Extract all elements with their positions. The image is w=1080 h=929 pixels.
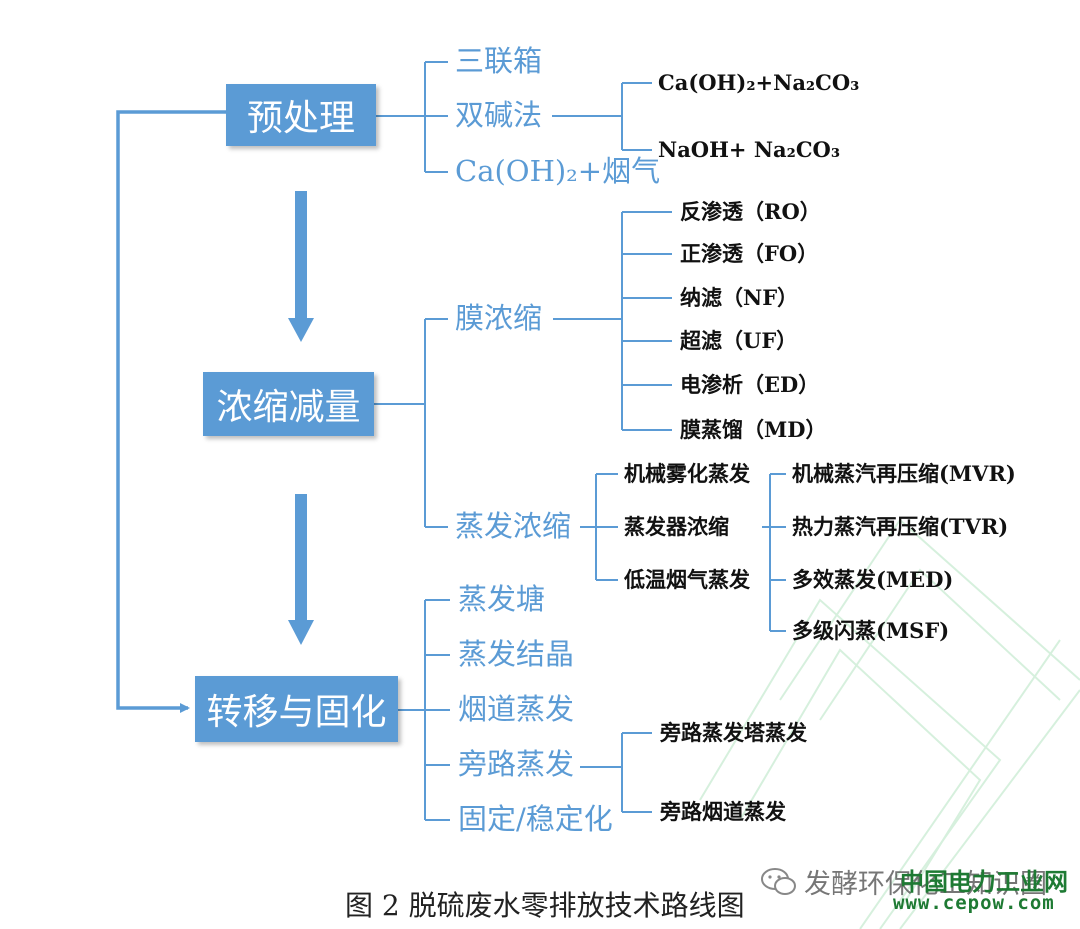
branch-membrane: 膜浓缩 bbox=[455, 301, 543, 335]
pretreat-label: 预处理 bbox=[246, 98, 355, 139]
transfer-label: 转移与固化 bbox=[206, 692, 387, 733]
branch-solidification: 固定/稳定化 bbox=[458, 802, 613, 836]
branch-evaporation-pond: 蒸发塘 bbox=[458, 582, 546, 616]
flow-arrow-2 bbox=[288, 494, 314, 645]
evaporator-msf: 多级闪蒸(MSF) bbox=[792, 618, 950, 643]
evaporator-med: 多效蒸发(MED) bbox=[792, 567, 954, 592]
branch-double-alkali: 双碱法 bbox=[455, 98, 543, 132]
double-alkali-option-2: NaOH+ Na₂CO₃ bbox=[658, 137, 841, 162]
wechat-account-name: 发酵环保化工知识圈 bbox=[804, 869, 1047, 900]
membrane-uf: 超滤（UF） bbox=[680, 328, 798, 353]
evap-low-temp-flue-gas: 低温烟气蒸发 bbox=[624, 567, 750, 592]
bypass-tower: 旁路蒸发塔蒸发 bbox=[660, 720, 807, 745]
membrane-nf: 纳滤（NF） bbox=[680, 285, 799, 310]
membrane-ed: 电渗析（ED） bbox=[680, 372, 820, 397]
figure-caption: 图 2 脱硫废水零排放技术路线图 bbox=[345, 889, 745, 922]
evap-mechanical-atomization: 机械雾化蒸发 bbox=[624, 461, 750, 486]
double-alkali-option-1: Ca(OH)₂+Na₂CO₃ bbox=[658, 70, 860, 95]
branch-evaporation: 蒸发浓缩 bbox=[455, 509, 572, 543]
branch-evaporative-crystallization: 蒸发结晶 bbox=[458, 637, 575, 671]
membrane-ro: 反渗透（RO） bbox=[680, 199, 821, 224]
brand-logo-name: 中国电力工业网 bbox=[900, 868, 1068, 896]
pretreat-box: 预处理 bbox=[226, 84, 376, 146]
evaporator-tvr: 热力蒸汽再压缩(TVR) bbox=[792, 514, 1009, 539]
branch-triple-tank: 三联箱 bbox=[455, 44, 543, 78]
feedback-line bbox=[116, 110, 226, 713]
connector-lines bbox=[116, 61, 786, 821]
transfer-box: 转移与固化 bbox=[195, 676, 398, 742]
membrane-fo: 正渗透（FO） bbox=[680, 241, 819, 266]
wechat-icon bbox=[761, 867, 796, 895]
concentrate-box: 浓缩减量 bbox=[203, 372, 374, 436]
evap-evaporator: 蒸发器浓缩 bbox=[624, 514, 729, 539]
brand-logo-url: www.cepow.com bbox=[893, 892, 1055, 914]
bypass-flue: 旁路烟道蒸发 bbox=[660, 799, 786, 824]
evaporator-mvr: 机械蒸汽再压缩(MVR) bbox=[792, 461, 1016, 486]
branch-lime-flue-gas: Ca(OH)₂+烟气 bbox=[455, 154, 661, 188]
flow-arrow-1 bbox=[288, 191, 314, 342]
wechat-watermark: 发酵环保化工知识圈 bbox=[760, 862, 1047, 901]
branch-bypass-evaporation: 旁路蒸发 bbox=[458, 747, 575, 781]
branch-flue-evaporation: 烟道蒸发 bbox=[458, 692, 575, 726]
watermark-pattern bbox=[699, 518, 1080, 929]
concentrate-label: 浓缩减量 bbox=[216, 387, 361, 428]
membrane-md: 膜蒸馏（MD） bbox=[680, 417, 827, 442]
